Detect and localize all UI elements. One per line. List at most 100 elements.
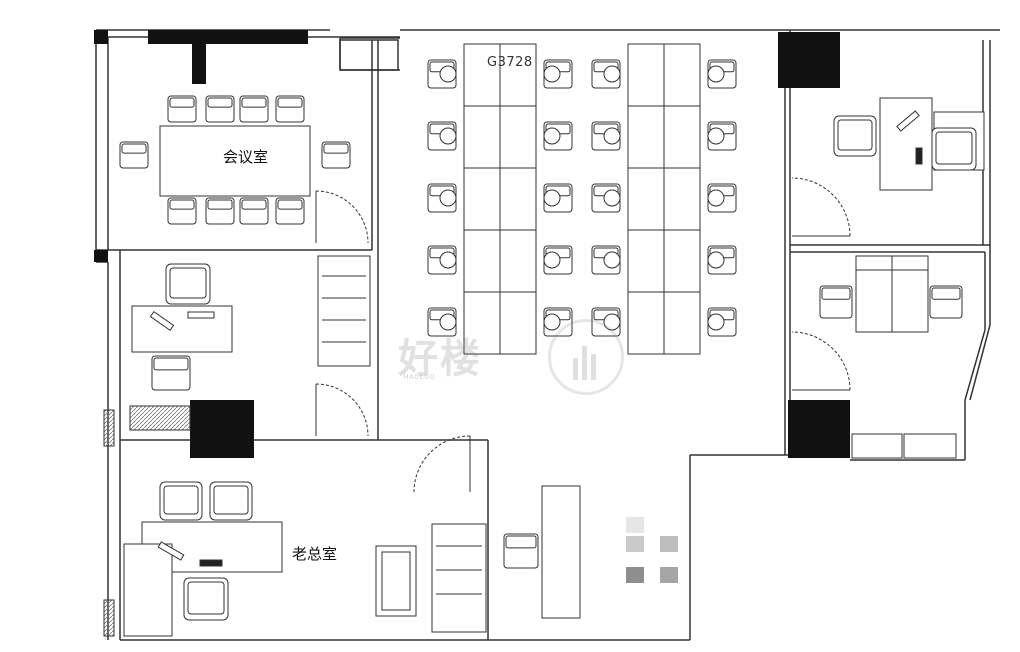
window-hatch — [103, 409, 115, 447]
desk — [879, 97, 933, 191]
pillars — [94, 30, 850, 458]
workstation-desk — [663, 167, 701, 231]
armchair — [209, 481, 253, 521]
chair — [503, 533, 539, 569]
desk — [131, 305, 233, 353]
cabinet — [851, 433, 903, 459]
workstation-area — [439, 43, 725, 355]
meeting-room-door — [315, 190, 369, 244]
sofa — [317, 255, 371, 367]
keyboard — [199, 559, 223, 567]
workstation-desk — [627, 167, 665, 231]
workstation-desk — [627, 105, 665, 169]
monitor — [149, 310, 175, 332]
chair — [151, 355, 191, 391]
workstation-desk — [499, 291, 537, 355]
window-hatch — [103, 599, 115, 637]
chair — [205, 95, 235, 123]
workstation-desk — [627, 291, 665, 355]
keyboard — [187, 311, 215, 319]
person-marker — [603, 127, 621, 145]
workstation-desk — [463, 229, 501, 293]
office-door — [791, 331, 851, 391]
chair — [167, 95, 197, 123]
watermark-sub: HAOLOU — [404, 373, 436, 381]
boss-office-door — [413, 435, 471, 493]
pillar — [94, 30, 108, 44]
workstation-desk — [627, 229, 665, 293]
chair — [239, 95, 269, 123]
chair — [275, 95, 305, 123]
pillar — [778, 32, 840, 88]
office-door — [791, 177, 851, 237]
monitor — [896, 110, 920, 132]
armchair — [833, 115, 877, 157]
chair — [205, 197, 235, 225]
meeting-table — [159, 125, 311, 197]
person-marker — [707, 65, 725, 83]
office-door — [315, 383, 369, 437]
workstation-desk — [463, 105, 501, 169]
person-marker — [439, 127, 457, 145]
chair — [819, 285, 853, 319]
blur-pixel — [626, 536, 644, 552]
reception-desk — [541, 485, 581, 619]
workstation-desk — [499, 167, 537, 231]
sofa — [431, 523, 487, 633]
chair — [119, 141, 149, 169]
person-marker — [707, 313, 725, 331]
pillar — [788, 400, 850, 458]
workstation-desk — [499, 43, 537, 107]
person-marker — [707, 189, 725, 207]
doors — [315, 177, 851, 493]
chair — [275, 197, 305, 225]
cabinet — [903, 433, 957, 459]
credenza — [123, 543, 173, 637]
person-marker — [439, 189, 457, 207]
chair — [167, 197, 197, 225]
armchair — [931, 127, 977, 171]
phone — [915, 147, 923, 165]
workstation-desk — [463, 167, 501, 231]
armchair — [159, 481, 203, 521]
plan-code-label: G3728 — [487, 55, 533, 70]
meeting-room-label: 会议室 — [223, 148, 269, 166]
workstation-desk — [499, 229, 537, 293]
workstation-desk — [663, 105, 701, 169]
workstation-desk — [463, 43, 501, 107]
watermark-logo — [548, 319, 624, 395]
workstation-desk — [663, 229, 701, 293]
walls — [95, 29, 1000, 641]
wall — [969, 324, 991, 401]
person-marker — [707, 127, 725, 145]
person-marker — [543, 65, 561, 83]
person-marker — [603, 251, 621, 269]
monitor — [157, 541, 185, 561]
watermark-brand: 好楼 — [398, 336, 482, 382]
workstation-desk — [627, 43, 665, 107]
blur-pixel — [660, 567, 678, 583]
person-marker — [439, 65, 457, 83]
person-marker — [543, 313, 561, 331]
armchair — [165, 263, 211, 305]
person-marker — [603, 65, 621, 83]
person-marker — [603, 189, 621, 207]
window-frame — [339, 39, 399, 71]
person-marker — [543, 189, 561, 207]
person-marker — [707, 251, 725, 269]
wall — [964, 329, 986, 401]
person-marker — [543, 127, 561, 145]
chair — [321, 141, 351, 169]
blur-pixel — [626, 517, 644, 533]
workstation-desk — [663, 291, 701, 355]
person-marker — [439, 251, 457, 269]
pillar — [190, 400, 254, 458]
boss-office-label: 老总室 — [292, 545, 338, 563]
workstation-desk — [663, 43, 701, 107]
cabinet — [129, 405, 191, 431]
pillar — [148, 30, 308, 44]
blur-pixel — [626, 567, 644, 583]
armchair — [183, 577, 229, 621]
coffee-table-top — [381, 551, 411, 611]
